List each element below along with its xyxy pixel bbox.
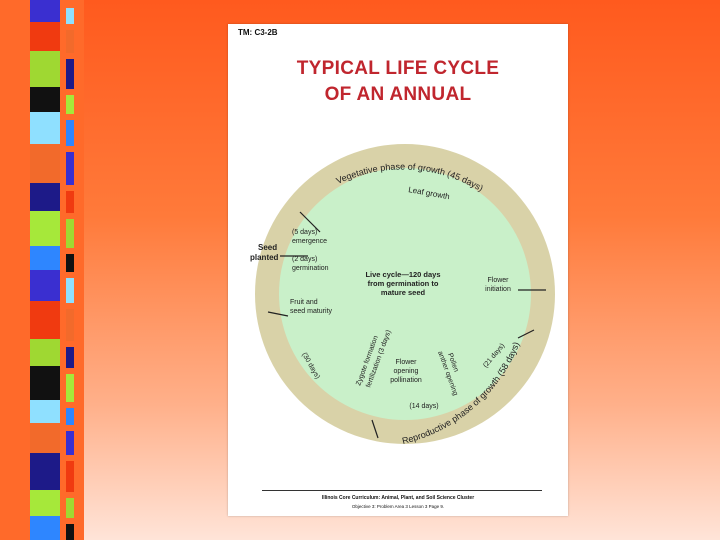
flower-initiation-label-1: Flower — [487, 277, 509, 284]
flower-opening-label-1: Flower — [395, 359, 417, 366]
decorative-stripe-bar — [0, 0, 84, 540]
days-14-label: (14 days) — [409, 403, 438, 410]
emergence-days-label: (5 days) — [292, 229, 317, 236]
life-cycle-diagram: Vegetative phase of growth (45 days) Rep… — [228, 24, 568, 484]
fruit-seed-label-2: seed maturity — [290, 308, 333, 315]
flower-opening-label-3: pollination — [390, 377, 422, 384]
germination-label: germination — [292, 265, 329, 272]
center-line-3: mature seed — [381, 288, 426, 297]
lesson-figure-page: TM: C3-2B TYPICAL LIFE CYCLE OF AN ANNUA… — [228, 24, 568, 516]
footer-divider — [262, 490, 542, 491]
footer-objective: Objective 3: Problem Area 3 Lesson 3 Pag… — [228, 504, 568, 509]
footer-curriculum: Illinois Core Curriculum: Animal, Plant,… — [228, 495, 568, 501]
seed-planted-label-1: Seed — [258, 243, 277, 252]
germination-days-label: (2 days) — [292, 256, 317, 263]
flower-opening-label-2: opening — [394, 368, 419, 375]
flower-initiation-label-2: initiation — [485, 286, 511, 293]
fruit-seed-label-1: Fruit and — [290, 299, 318, 306]
center-line-1: Live cycle—120 days — [365, 270, 440, 279]
seed-planted-label-2: planted — [250, 253, 279, 262]
center-line-2: from germination to — [368, 279, 439, 288]
emergence-label: emergence — [292, 238, 327, 245]
